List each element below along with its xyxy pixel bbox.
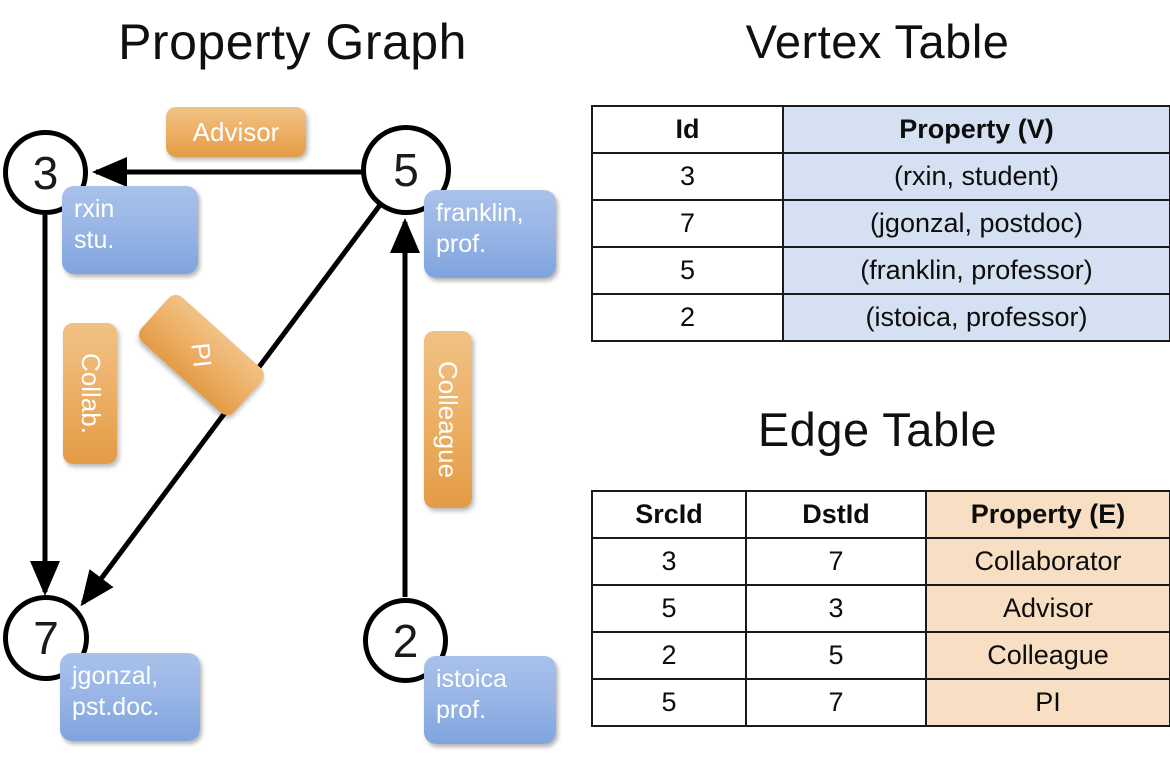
edge-label-colleague[interactable]: Colleague (424, 331, 472, 508)
vertex-table-cell-id: 7 (591, 199, 784, 248)
edge-table: SrcId DstId Property (E) 3 7 Collaborato… (591, 490, 1170, 727)
vertex-property-box-2[interactable]: istoica prof. (424, 656, 556, 744)
vertex-table-header-row: Id Property (V) (591, 105, 1170, 154)
vertex-table-header-property: Property (V) (782, 105, 1170, 154)
edge-label-collab-text: Collab. (75, 353, 106, 434)
vertex-property-box-5-line1: franklin, (436, 199, 524, 227)
page-title-vertex-table: Vertex Table (745, 15, 1010, 68)
edge-table-cell-dst: 7 (745, 537, 927, 586)
edge-table-cell-property: Collaborator (925, 537, 1170, 586)
edge-label-collab[interactable]: Collab. (63, 323, 117, 464)
vertex-node-5[interactable]: 5 (361, 125, 451, 215)
vertex-node-2-label: 2 (392, 614, 419, 667)
edge-table-header-srcid: SrcId (591, 490, 747, 539)
edge-table-cell-property: Colleague (925, 631, 1170, 680)
vertex-property-box-7-line2: pst.doc. (72, 693, 160, 721)
table-row[interactable]: 5 3 Advisor (591, 584, 1170, 633)
vertex-property-box-5[interactable]: franklin, prof. (424, 190, 556, 278)
vertex-node-5-label: 5 (393, 144, 419, 196)
edge-table-cell-dst: 7 (745, 678, 927, 727)
table-row[interactable]: 5 7 PI (591, 678, 1170, 727)
table-row[interactable]: 5 (franklin, professor) (591, 246, 1170, 295)
edge-table-cell-property: PI (925, 678, 1170, 727)
vertex-property-box-7-line1: jgonzal, (72, 662, 159, 690)
vertex-property-box-2-line2: prof. (436, 696, 487, 724)
vertex-property-box-3-line1: rxin (74, 195, 115, 223)
edge-table-cell-src: 3 (591, 537, 747, 586)
edge-table-cell-src: 2 (591, 631, 747, 680)
edge-table-cell-src: 5 (591, 678, 747, 727)
edge-label-colleague-text: Colleague (433, 360, 464, 479)
vertex-table-cell-id: 5 (591, 246, 784, 295)
table-row[interactable]: 2 5 Colleague (591, 631, 1170, 680)
vertex-property-box-7[interactable]: jgonzal, pst.doc. (60, 653, 200, 741)
edge-table-cell-dst: 3 (745, 584, 927, 633)
vertex-property-box-2-line1: istoica (436, 665, 507, 693)
vertex-table-cell-id: 3 (591, 152, 784, 201)
table-row[interactable]: 3 (rxin, student) (591, 152, 1170, 201)
page-title-property-graph: Property Graph (118, 14, 467, 70)
vertex-node-7-label: 7 (33, 612, 59, 664)
vertex-table-header-id: Id (591, 105, 784, 154)
table-row[interactable]: 3 7 Collaborator (591, 537, 1170, 586)
vertex-property-box-3[interactable]: rxin stu. (62, 186, 198, 274)
vertex-table-cell-id: 2 (591, 293, 784, 342)
property-graph-diagram: 3 5 7 2 rxin stu. franklin, prof. jgonza… (3, 107, 556, 744)
table-row[interactable]: 7 (jgonzal, postdoc) (591, 199, 1170, 248)
page-title-edge-table: Edge Table (757, 403, 998, 456)
edge-label-advisor-text: Advisor (192, 116, 280, 147)
edge-label-pi-text: PI (185, 341, 219, 369)
edge-label-advisor[interactable]: Advisor (166, 107, 306, 157)
edge-table-header-property: Property (E) (925, 490, 1170, 539)
vertex-table: Id Property (V) 3 (rxin, student) 7 (jgo… (591, 105, 1170, 342)
vertex-table-cell-property: (jgonzal, postdoc) (782, 199, 1170, 248)
edge-table-cell-src: 5 (591, 584, 747, 633)
vertex-node-3-label: 3 (32, 146, 59, 199)
table-row[interactable]: 2 (istoica, professor) (591, 293, 1170, 342)
vertex-table-cell-property: (franklin, professor) (782, 246, 1170, 295)
edge-table-cell-dst: 5 (745, 631, 927, 680)
edge-table-header-row: SrcId DstId Property (E) (591, 490, 1170, 539)
vertex-property-box-5-line2: prof. (436, 230, 487, 258)
vertex-table-cell-property: (rxin, student) (782, 152, 1170, 201)
vertex-property-box-3-line2: stu. (74, 226, 115, 254)
vertex-node-2[interactable]: 2 (363, 598, 448, 683)
edge-table-header-dstid: DstId (745, 490, 927, 539)
vertex-table-cell-property: (istoica, professor) (782, 293, 1170, 342)
edge-table-cell-property: Advisor (925, 584, 1170, 633)
